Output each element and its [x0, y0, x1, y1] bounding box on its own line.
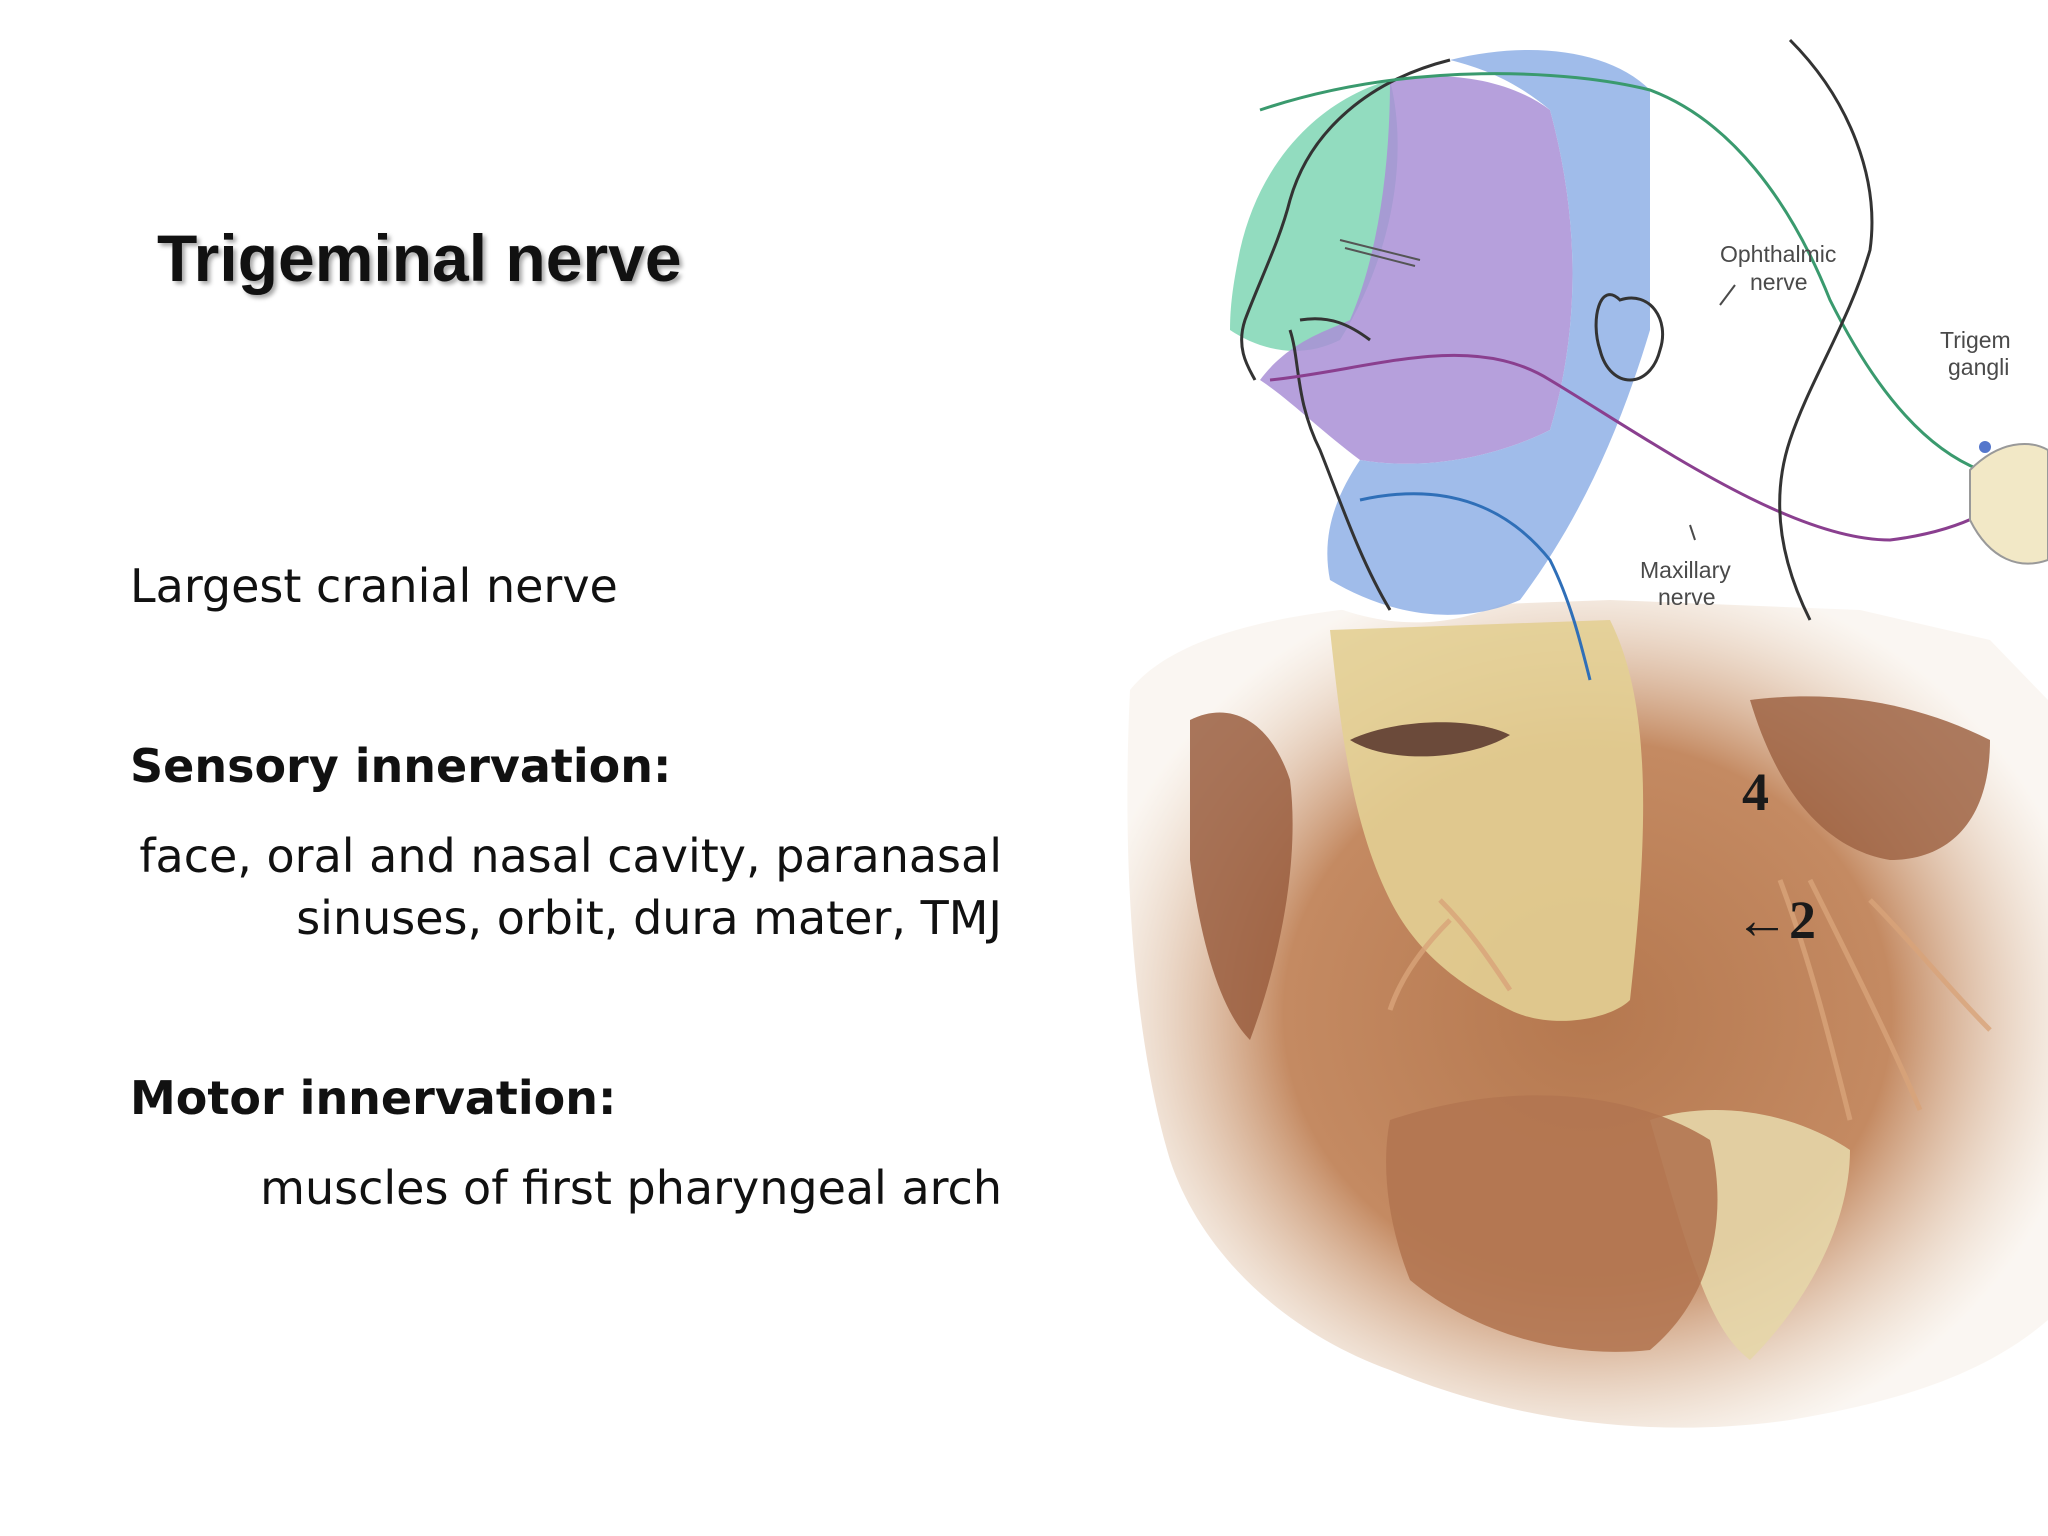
ganglion-label-line-2: gangli: [1948, 354, 2009, 380]
trigeminal-ganglion-shape: [1969, 443, 2048, 565]
motor-description: muscles of first pharyngeal arch: [0, 1157, 1002, 1219]
sensory-line-2: sinuses, orbit, dura mater, TMJ: [296, 891, 1002, 945]
ophthalmic-nerve-line: [1259, 72, 1981, 472]
ophthalmic-label-line-2: nerve: [1750, 269, 1808, 295]
ear-outline: [1594, 293, 1665, 382]
maxillary-label-line-2: nerve: [1658, 584, 1716, 610]
sensory-description: face, oral and nasal cavity, paranasal s…: [0, 825, 1002, 949]
ophthalmic-zone: [1230, 80, 1398, 351]
anatomy-illustration: ←2 4: [1127, 38, 2048, 1428]
intro-text: Largest cranial nerve: [130, 559, 618, 613]
dissection-photo: ←2 4: [1127, 600, 2048, 1428]
marker-2-label: ←2: [1735, 890, 1816, 950]
head-illustration: Ophthalmic nerve Maxillary nerve Trigem …: [1224, 38, 2048, 681]
mandibular-nerve-line: [1359, 492, 1592, 681]
motor-line-1: muscles of first pharyngeal arch: [260, 1161, 1002, 1215]
slide-title: Trigeminal nerve: [157, 221, 682, 295]
ganglion-label-line-1: Trigem: [1940, 327, 2011, 353]
marker-4-label: 4: [1742, 762, 1769, 822]
ophthalmic-label-line-1: Ophthalmic: [1720, 241, 1836, 267]
maxillary-label-line-1: Maxillary: [1640, 557, 1731, 583]
motor-heading: Motor innervation:: [130, 1071, 617, 1125]
maxillary-zone: [1260, 76, 1573, 464]
mandibular-zone: [1327, 50, 1650, 615]
maxillary-nerve-line: [1269, 353, 1981, 542]
sensory-line-1: face, oral and nasal cavity, paranasal: [139, 829, 1002, 883]
sensory-heading: Sensory innervation:: [130, 739, 672, 793]
anatomy-figure: ←2 4: [1090, 0, 2048, 1470]
